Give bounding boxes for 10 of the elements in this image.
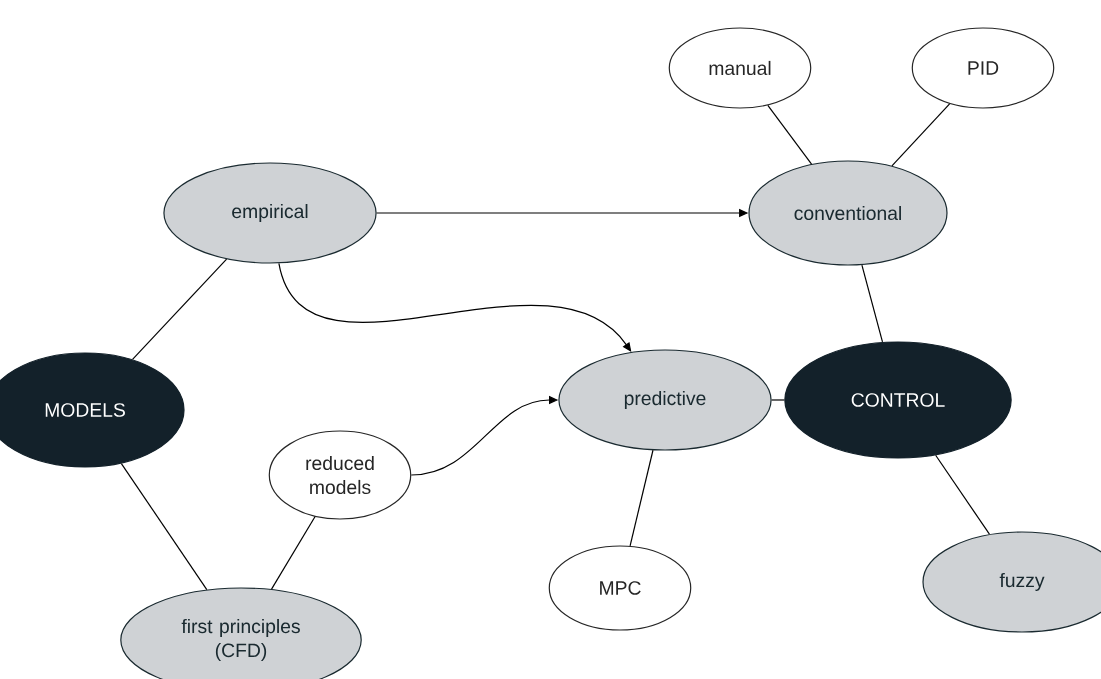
- connector: [767, 104, 813, 165]
- connector: [131, 258, 228, 360]
- connector: [278, 262, 632, 352]
- connector: [861, 264, 884, 343]
- connector: [891, 103, 951, 167]
- connector: [270, 516, 316, 590]
- connector: [629, 449, 654, 547]
- connector: [771, 399, 785, 401]
- connector: [120, 463, 208, 591]
- connector: [935, 454, 990, 535]
